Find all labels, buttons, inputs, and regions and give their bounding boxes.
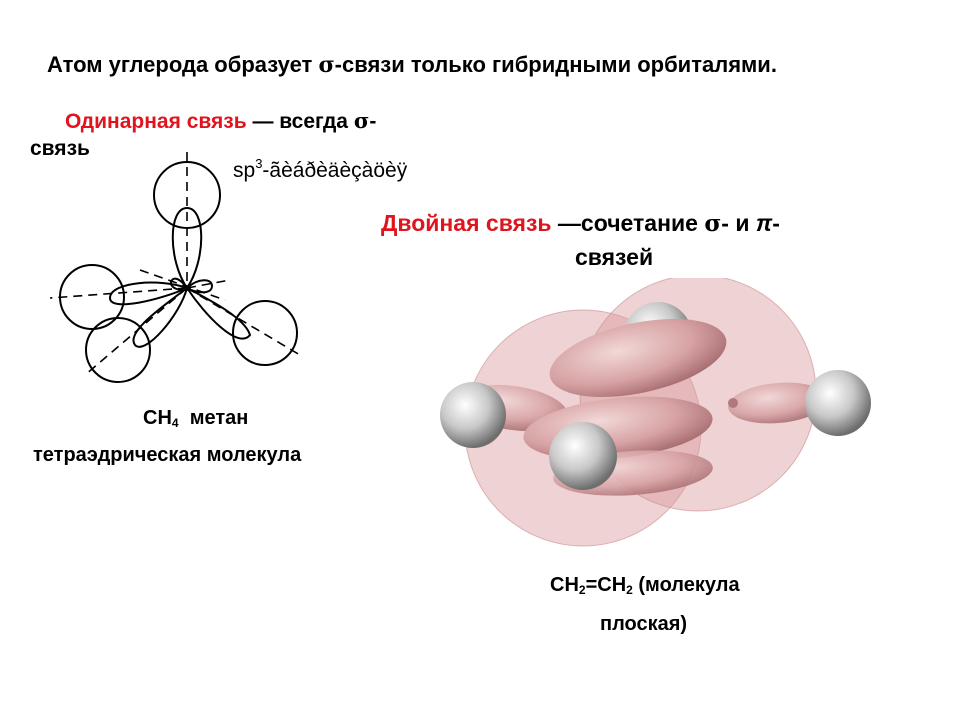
methane-formula-sub: 4 — [171, 416, 179, 430]
methane-formula: CH — [143, 407, 172, 429]
hydrogen-s-orbital — [232, 300, 298, 366]
ethylene-note1: (молекула — [632, 574, 740, 596]
hydrogen-atom — [805, 370, 871, 436]
hydrogen-atom — [549, 422, 617, 490]
double-bond-title: Двойная связь — [381, 210, 552, 236]
sigma-symbol: σ — [704, 210, 722, 237]
double-bond-line2: связей — [575, 244, 654, 270]
single-bond-middle: — всегда — [246, 110, 354, 133]
methane-orbital-diagram — [49, 152, 301, 383]
hybrid-lobe — [108, 281, 190, 306]
hydrogen-s-orbital — [59, 264, 125, 330]
single-bond-line2: связь — [30, 137, 90, 160]
methane-description: тетраэдрическая молекула — [33, 444, 302, 466]
hydrogen-s-orbital — [153, 161, 221, 229]
double-bond-dash: - — [772, 210, 780, 236]
sigma-symbol: σ — [318, 52, 335, 78]
ethylene-part1: CH — [550, 574, 579, 596]
single-bond-dash: - — [369, 110, 377, 133]
hybrid-base: sp — [233, 159, 256, 182]
hydrogen-s-orbital — [85, 317, 151, 383]
pi-orbital-lobe — [549, 318, 727, 398]
ethylene-molecule-image — [440, 278, 871, 547]
sigma-symbol: σ — [353, 108, 370, 133]
ethylene-eq: =CH — [585, 574, 627, 596]
headline-after: -связи только гибридными орбиталями. — [334, 52, 777, 77]
single-bond-title: Одинарная связь — [65, 110, 247, 133]
double-bond-heading: Двойная связь —сочетание σ- и π- — [381, 210, 780, 237]
ethylene-note: плоская) — [600, 613, 688, 635]
hybrid-rest: -ãèáðèäèçàöèÿ — [262, 159, 408, 182]
ethylene-caption: CH2=CH2 (молекула — [550, 574, 740, 597]
hydrogen-atom — [440, 382, 506, 448]
hybrid-sup: 3 — [255, 156, 263, 171]
methane-name: метан — [189, 407, 249, 429]
hybrid-lobe — [132, 285, 189, 348]
single-bond-heading: Одинарная связь — всегда σ- — [65, 108, 376, 134]
ethylene-sub2: 2 — [626, 583, 633, 597]
hybridization-label: sp3-ãèáðèäèçàöèÿ — [233, 156, 408, 183]
methane-caption: CH4 метан — [143, 407, 248, 430]
ethylene-sub1: 2 — [578, 583, 586, 597]
double-bond-and: - и — [721, 210, 756, 236]
headline: Атом углерода образует σ-связи только ги… — [47, 52, 777, 78]
hybrid-lobe — [171, 206, 203, 290]
headline-before: Атом углерода образует — [47, 52, 319, 77]
double-bond-middle: —сочетание — [551, 210, 705, 236]
hybrid-lobe — [186, 287, 252, 340]
pi-symbol: π — [755, 210, 773, 236]
